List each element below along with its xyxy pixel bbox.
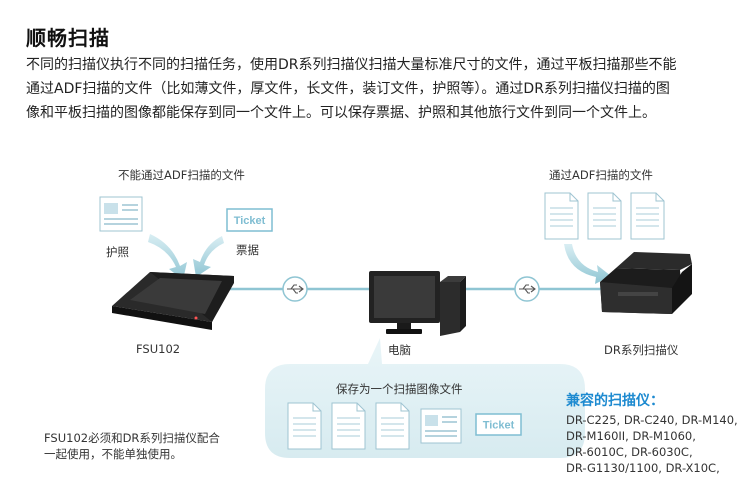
dr-scanner-label: DR系列扫描仪 [604,343,679,357]
ticket-icon: Ticket [226,208,273,232]
intro-line-3: 像和平板扫描的图像都能保存到同一个文件上。可以保存票据、护照和其他旅行文件到同一… [26,105,656,121]
computer-label: 电脑 [388,343,411,357]
intro-paragraph: 不同的扫描仪执行不同的扫描任务，使用DR系列扫描仪扫描大量标准尺寸的文件，通过平… [26,53,738,125]
dr-scanner-icon [600,252,692,314]
passport-document-icon [99,196,143,232]
saved-passport-icon [420,408,462,444]
down-arrow-icon [148,234,187,280]
adf-document-icon [544,192,579,240]
save-label: 保存为一个扫描图像文件 [336,382,463,396]
usage-note-line-1: FSU102必须和DR系列扫描仪配合 [44,431,220,445]
compatible-title: 兼容的扫描仪： [566,393,664,409]
compatible-scanners: 兼容的扫描仪： DR-C225, DR-C240, DR-M140, DR-M1… [566,390,746,476]
non-adf-label: 不能通过ADF扫描的文件 [118,168,245,182]
flatbed-label: FSU102 [136,342,181,356]
usb-icon [282,276,308,302]
saved-ticket-text: Ticket [483,420,515,432]
compatible-line-1: DR-C225, DR-C240, DR-M140, [566,413,738,427]
saved-ticket-icon: Ticket [475,413,522,436]
intro-line-2: 通过ADF扫描的文件（比如薄文件，厚文件，长文件，装订文件，护照等）。通过DR系… [26,81,670,97]
passport-label: 护照 [106,245,129,259]
compatible-line-4: DR-G1130/1100, DR-X10C, [566,461,720,475]
saved-document-icon [331,402,366,450]
usage-note: FSU102必须和DR系列扫描仪配合 一起使用，不能单独使用。 [44,430,220,462]
computer-icon [369,271,466,336]
usage-note-line-2: 一起使用，不能单独使用。 [44,447,182,461]
ticket-text: Ticket [234,215,266,227]
compatible-line-2: DR-M160II, DR-M1060, [566,429,696,443]
usb-icon [514,276,540,302]
adf-label: 通过ADF扫描的文件 [549,168,653,182]
adf-document-icon [630,192,665,240]
flatbed-scanner-icon [112,272,234,330]
saved-document-icon [287,402,322,450]
ticket-label: 票据 [236,243,259,257]
intro-line-1: 不同的扫描仪执行不同的扫描任务，使用DR系列扫描仪扫描大量标准尺寸的文件，通过平… [26,57,677,73]
saved-document-icon [375,402,410,450]
down-arrow-icon [193,236,224,277]
page-title: 顺畅扫描 [26,26,110,50]
adf-document-icon [587,192,622,240]
curved-arrow-icon [564,244,611,284]
compatible-line-3: DR-6010C, DR-6030C, [566,445,693,459]
